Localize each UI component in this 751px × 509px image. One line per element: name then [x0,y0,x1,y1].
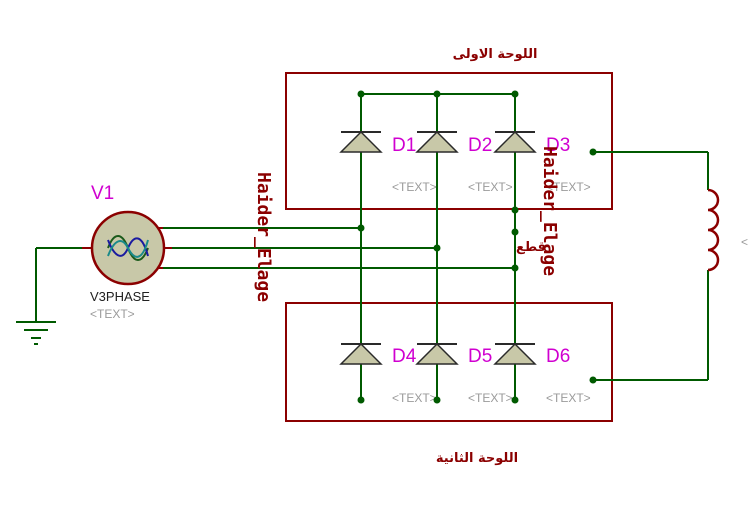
diode-d2-label: D2 [468,135,492,156]
diode-d1-text: <TEXT> [392,180,437,194]
source-part-label: V3PHASE [90,289,150,304]
junction-dots [357,90,597,404]
diode-d3-label: D3 [546,135,570,156]
cut-label: قطع [516,240,546,255]
inductor-text-placeholder: < [741,235,748,249]
inductor[interactable] [707,188,720,272]
diode-d4-text: <TEXT> [392,391,437,405]
upper-board-label: اللوحة الاولى [453,47,538,62]
lower-board-label: اللوحة الثانية [436,451,518,466]
upper-board-outline [285,72,613,210]
inductor-coil-icon [707,188,720,272]
diode-d1[interactable] [339,130,383,153]
diode-d1-label: D1 [392,135,416,156]
diode-d6-label: D6 [546,346,570,367]
vertical-annotation-right: Haider_Elage [539,146,560,276]
lower-board-outline [285,302,613,422]
diode-d2[interactable] [415,130,459,153]
diode-d6-text: <TEXT> [546,391,591,405]
vertical-annotation-left: Haider_Elage [253,172,274,302]
source-text-placeholder: <TEXT> [90,307,135,321]
source-ref-label: V1 [91,183,114,204]
three-phase-source[interactable] [90,210,166,286]
ground-symbol [16,321,56,345]
diode-d6[interactable] [493,342,537,365]
diode-d5-label: D5 [468,346,492,367]
diode-d3[interactable] [493,130,537,153]
diode-d4-label: D4 [392,346,417,367]
diode-d5-text: <TEXT> [468,391,513,405]
diode-d4[interactable] [339,342,383,365]
sine-waves-icon [107,235,149,261]
diode-d5[interactable] [415,342,459,365]
diode-d3-text: <TEXT> [546,180,591,194]
diode-d2-text: <TEXT> [468,180,513,194]
